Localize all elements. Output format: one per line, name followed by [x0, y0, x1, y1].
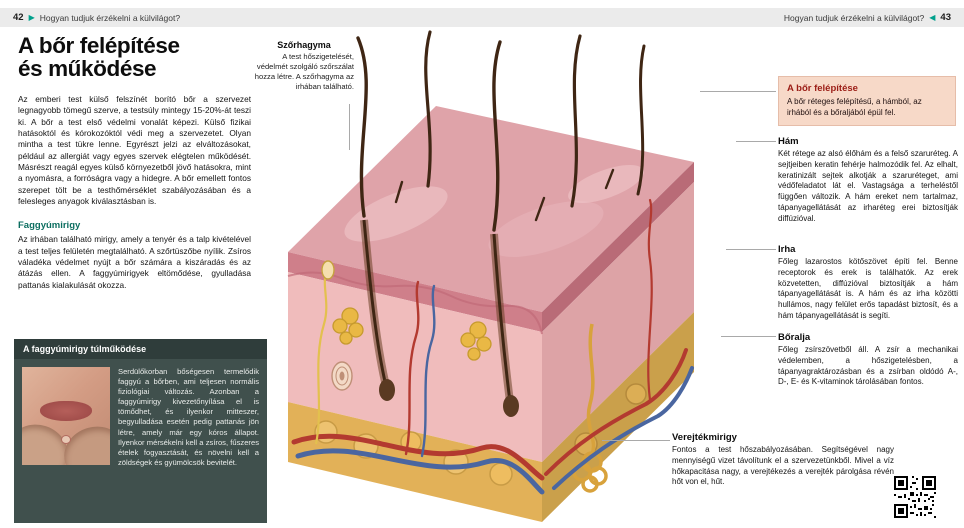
sebaceous-gland — [332, 307, 492, 361]
lips-shape — [40, 401, 92, 421]
pimple-shape — [61, 435, 71, 444]
chapter-title-right: Hogyan tudjuk érzékelni a külvilágot? — [783, 12, 925, 23]
sweat-gland — [572, 323, 608, 493]
leader-line-irha — [726, 249, 776, 250]
blood-vessels — [291, 198, 694, 495]
nerve-and-receptors — [314, 260, 353, 445]
intro-paragraph: Az emberi test külső felszínét borító bő… — [18, 93, 251, 207]
triangle-right-icon: ▶ — [28, 12, 35, 22]
info-box-content: Serdülőkorban bőségesen termelődik faggy… — [14, 359, 267, 476]
page-header: 42 ▶ Hogyan tudjuk érzékelni a külvilágo… — [0, 8, 964, 27]
header-right: Hogyan tudjuk érzékelni a külvilágot? ◀ … — [784, 12, 951, 23]
section-ham-title: Hám — [778, 136, 799, 147]
info-box-text: Serdülőkorban bőségesen termelődik faggy… — [118, 367, 259, 467]
section-boralja-text: Főleg zsírszövetből áll. A zsír a mechan… — [778, 345, 958, 387]
section-verejtekmirigy-text: Fontos a test hőszabályozásában. Segítsé… — [672, 445, 894, 487]
page-title: A bőr felépítése és működése — [18, 33, 180, 82]
section-ham-text: Két rétege az alsó élőhám és a felső sza… — [778, 149, 958, 223]
section-verejtekmirigy-title: Verejtékmirigy — [672, 432, 737, 443]
leader-line-szorhagyma — [349, 104, 350, 150]
leader-line-boralja — [721, 336, 776, 337]
faggyumirigy-heading: Faggyúmirigy — [18, 220, 81, 232]
leader-line-ham — [736, 141, 776, 142]
faggyumirigy-text: Az irhában található mirigy, amely a ten… — [18, 234, 251, 290]
szorhagyma-title: Szőrhagyma — [277, 40, 331, 50]
left-column: A bőr felépítése és működése Az emberi t… — [18, 34, 251, 291]
szorhagyma-text: A test hőszigetelését, védelmét szolgáló… — [254, 52, 354, 91]
hair-follicles — [360, 219, 519, 417]
section-irha-title: Irha — [778, 244, 796, 255]
pimple-photo — [22, 367, 110, 465]
section-irha: Irha Főleg lazarostos kötőszövet építi f… — [778, 244, 958, 322]
qr-code — [894, 476, 936, 518]
triangle-left-icon: ◀ — [929, 12, 936, 22]
section-ham: Hám Két rétege az alsó élőhám és a felső… — [778, 136, 958, 225]
leader-line-borfelepites — [700, 91, 776, 92]
header-left: 42 ▶ Hogyan tudjuk érzékelni a külvilágo… — [13, 12, 180, 23]
skin-structure-box-text: A bőr réteges felépítésű, a hámból, az i… — [787, 97, 922, 117]
section-boralja: Bőralja Főleg zsírszövetből áll. A zsír … — [778, 332, 958, 388]
skin-structure-box: A bőr felépítése A bőr réteges felépítés… — [778, 76, 956, 127]
section-boralja-title: Bőralja — [778, 332, 811, 343]
page-number-right: 43 — [940, 12, 951, 23]
skin-illustration — [287, 30, 694, 522]
section-verejtekmirigy: Verejtékmirigy Fontos a test hőszabályoz… — [672, 432, 894, 488]
leader-line-verejtekmirigy — [602, 440, 670, 441]
section-irha-text: Főleg lazarostos kötőszövet építi fel. B… — [778, 257, 958, 320]
info-box-title: A faggyúmirigy túlműködése — [14, 339, 267, 359]
page-number-left: 42 — [13, 12, 24, 23]
skin-structure-box-title: A bőr felépítése — [787, 83, 858, 94]
info-box-acne: A faggyúmirigy túlműködése Serdülőkorban… — [14, 339, 267, 523]
chapter-title-left: Hogyan tudjuk érzékelni a külvilágot? — [39, 12, 181, 23]
hair-shafts — [356, 30, 646, 232]
szorhagyma-label: Szőrhagyma A test hőszigetelését, védelm… — [254, 40, 354, 91]
